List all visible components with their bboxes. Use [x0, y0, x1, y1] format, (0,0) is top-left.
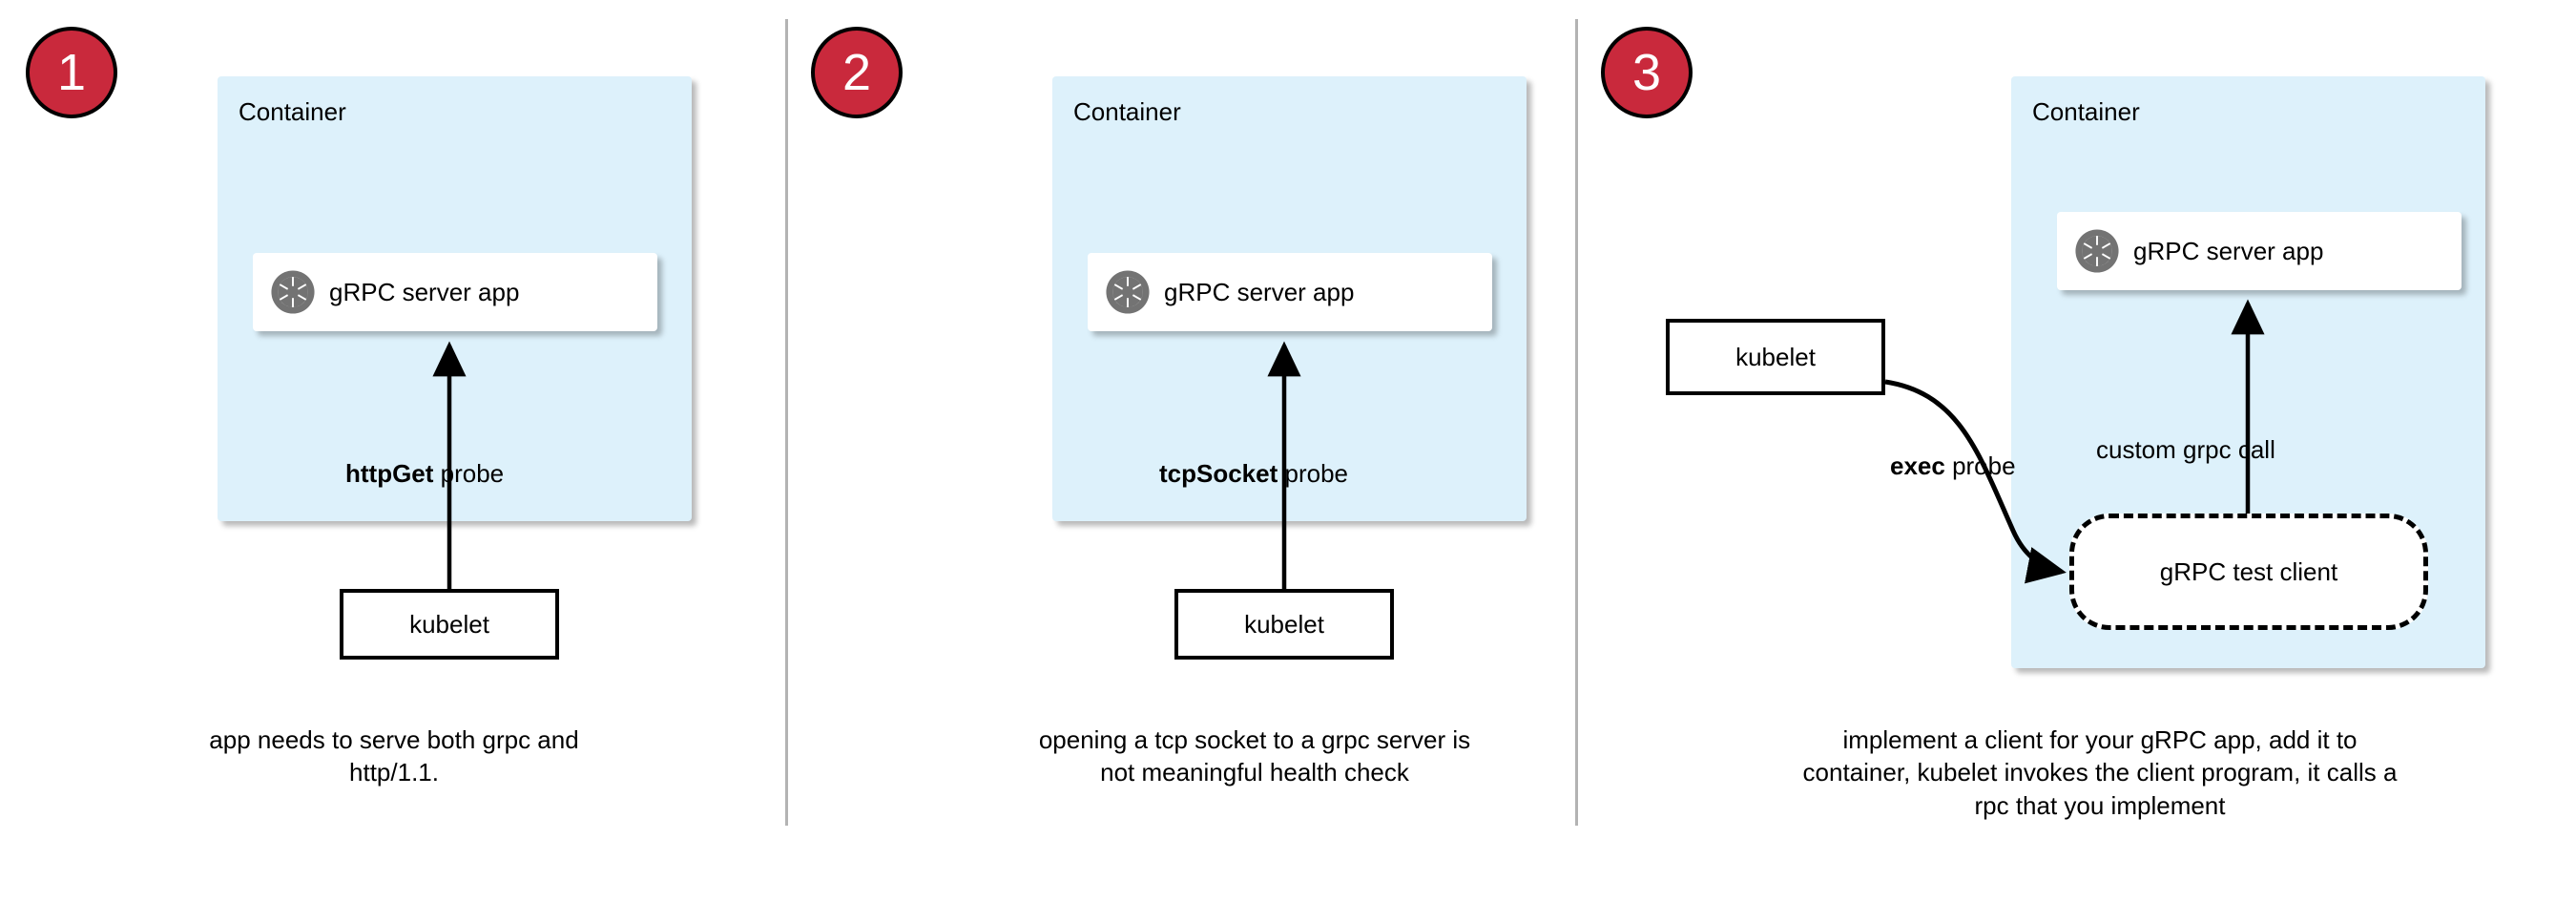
kubelet-box-2: kubelet — [1174, 589, 1394, 660]
grpc-aperture-icon — [271, 270, 315, 314]
grpc-aperture-icon — [1106, 270, 1150, 314]
panel-exec: 3 Container — [1575, 0, 2576, 923]
panel-caption-3: implement a client for your gRPC app, ad… — [1802, 725, 2398, 820]
grpc-server-app-label-3: gRPC server app — [2133, 236, 2324, 265]
kubelet-box-3: kubelet — [1666, 319, 1885, 395]
panel-caption-2: opening a tcp socket to a grpc server is… — [1038, 725, 1471, 787]
custom-grpc-call-label: custom grpc call — [2096, 435, 2275, 464]
grpc-server-app-label-2: gRPC server app — [1164, 277, 1355, 306]
grpc-aperture-icon — [2075, 229, 2119, 273]
probe-suffix-3: probe — [1944, 451, 2016, 480]
probe-label-3: exec probe — [1890, 451, 2016, 481]
grpc-test-client-label: gRPC test client — [2159, 556, 2338, 586]
grpc-server-app-card-2: gRPC server app — [1088, 253, 1492, 331]
container-label-2: Container — [1073, 97, 1181, 126]
step-badge-3: 3 — [1601, 27, 1693, 118]
grpc-test-client-box: gRPC test client — [2069, 514, 2428, 630]
grpc-server-app-label-1: gRPC server app — [329, 277, 520, 306]
probe-keyword-1: httpGet — [345, 459, 434, 488]
grpc-server-app-card-1: gRPC server app — [253, 253, 657, 331]
probe-suffix-1: probe — [433, 459, 505, 488]
step-badge-1: 1 — [26, 27, 117, 118]
kubelet-label-3: kubelet — [1735, 342, 1816, 371]
probe-label-2: tcpSocket probe — [1159, 459, 1348, 489]
grpc-server-app-card-3: gRPC server app — [2057, 212, 2462, 290]
container-label-1: Container — [239, 97, 346, 126]
panel-tcpsocket: 2 Container — [785, 0, 1575, 923]
probe-label-1: httpGet probe — [345, 459, 504, 489]
step-badge-2: 2 — [811, 27, 903, 118]
kubelet-label-2: kubelet — [1244, 609, 1324, 639]
panel-divider-2 — [1575, 19, 1578, 826]
probe-suffix-2: probe — [1278, 459, 1348, 488]
kubelet-box-1: kubelet — [340, 589, 559, 660]
probe-keyword-2: tcpSocket — [1159, 459, 1278, 488]
panel-httpget: 1 Container — [0, 0, 785, 923]
probe-keyword-3: exec — [1890, 451, 1945, 480]
panel-caption-1: app needs to serve both grpc and http/1.… — [209, 725, 579, 787]
container-label-3: Container — [2032, 97, 2140, 126]
kubelet-label-1: kubelet — [409, 609, 489, 639]
panel-divider-1 — [785, 19, 788, 826]
